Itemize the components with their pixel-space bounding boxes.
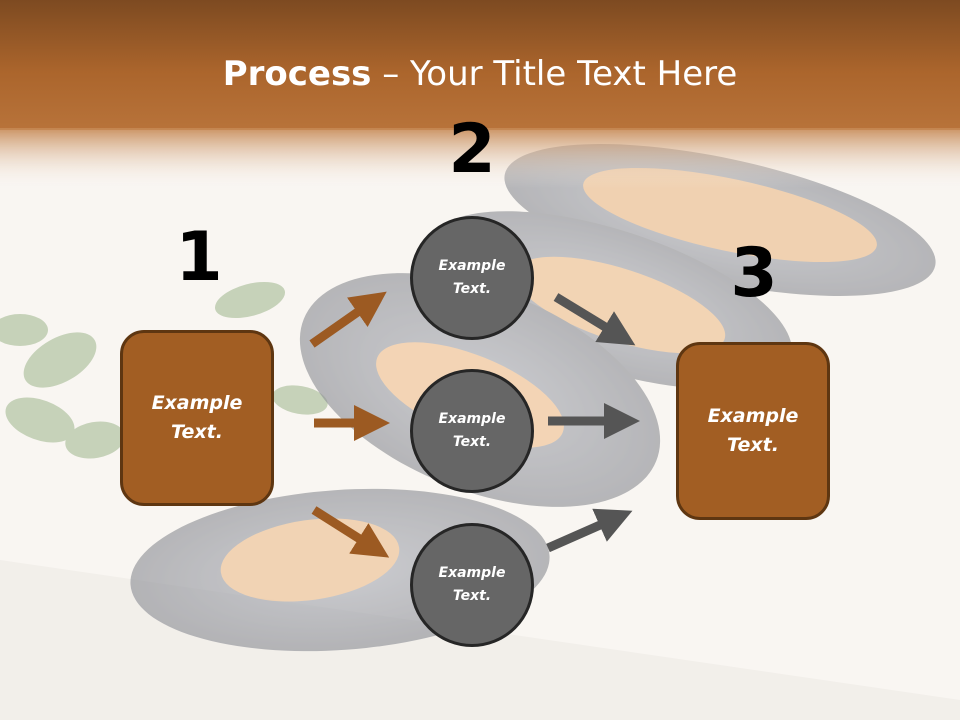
step-3-number: 3 xyxy=(730,234,778,313)
step-2-circle-3-label: Example Text. xyxy=(438,565,506,604)
title-rest: – Your Title Text Here xyxy=(371,54,738,94)
step-2-circle-1: Example Text. xyxy=(410,216,534,340)
step-2-circle-3: Example Text. xyxy=(410,523,534,647)
step-1-box: Example Text. xyxy=(120,330,274,506)
step-1-number: 1 xyxy=(175,218,223,297)
step-2-number: 2 xyxy=(448,110,496,189)
arrow-2c-to-3 xyxy=(546,508,633,553)
step-2-circle-1-label: Example Text. xyxy=(438,258,506,297)
step-2-circle-2: Example Text. xyxy=(410,369,534,493)
arrow-1-to-2a xyxy=(309,291,387,348)
slide-title: Process – Your Title Text Here xyxy=(0,52,960,96)
step-3-box: Example Text. xyxy=(676,342,830,520)
arrow-2a-to-3 xyxy=(553,293,636,346)
step-3-label: Example Text. xyxy=(707,405,799,456)
step-2-circle-2-label: Example Text. xyxy=(438,411,506,450)
title-bold: Process xyxy=(222,54,372,94)
step-1-label: Example Text. xyxy=(151,392,243,443)
arrow-1-to-2c xyxy=(311,506,390,558)
